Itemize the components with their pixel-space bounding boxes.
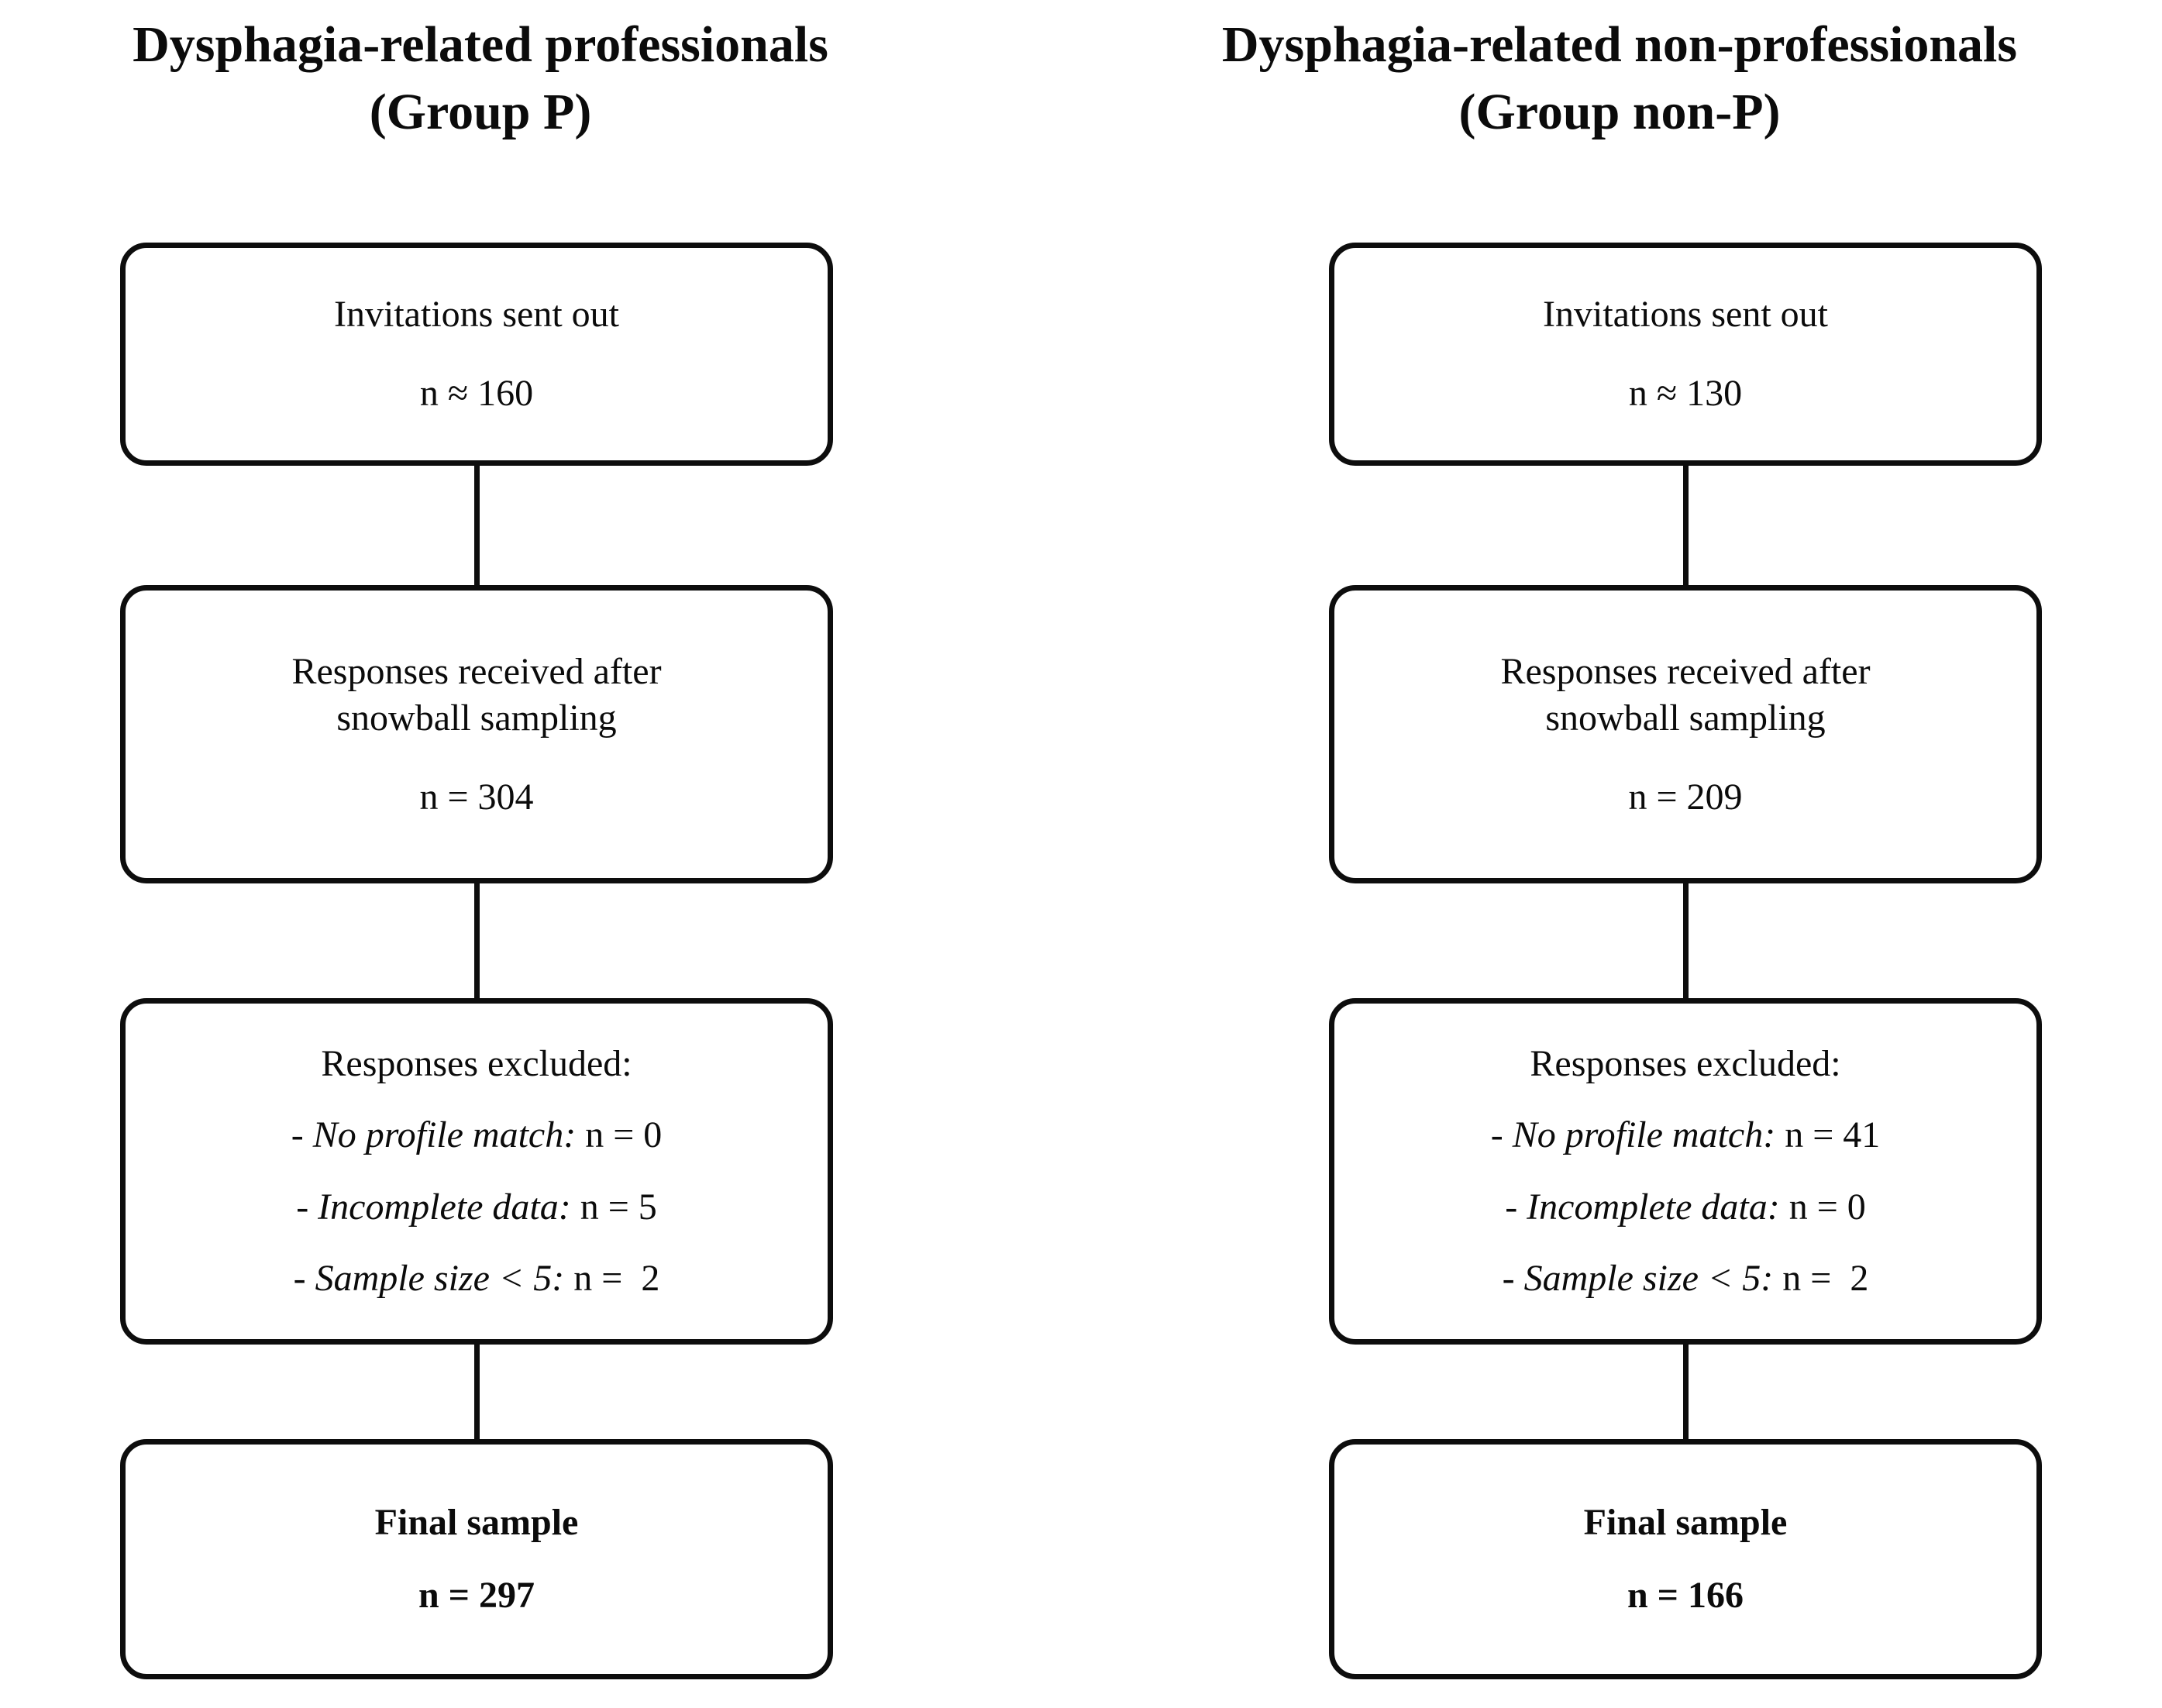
connector-line: [1683, 465, 1689, 586]
box-invitations-group-non-p: Invitations sent out n ≈ 130: [1329, 243, 2042, 466]
final-sample-count: n = 297: [418, 1575, 535, 1616]
connector-line: [1683, 883, 1689, 999]
box-excluded-group-non-p: Responses excluded: - No profile match: …: [1329, 998, 2042, 1345]
excluded-heading: Responses excluded:: [321, 1043, 632, 1085]
excluded-item-label: - Sample size < 5:: [1502, 1257, 1774, 1299]
connector-line: [474, 1344, 480, 1440]
excluded-item-value: n = 0: [1788, 1186, 1866, 1228]
excluded-item-label: - Incomplete data:: [1505, 1186, 1780, 1228]
excluded-item: - Incomplete data: n = 5: [296, 1172, 657, 1243]
column-title-group-non-p: Dysphagia-related non-professionals (Gro…: [1221, 16, 2018, 141]
box-invitations-group-p: Invitations sent out n ≈ 160: [120, 243, 833, 466]
box-invitations-label: Invitations sent out: [334, 294, 619, 335]
connector-line: [474, 465, 480, 586]
excluded-item-label: - Incomplete data:: [296, 1186, 571, 1228]
connector-line: [1683, 1344, 1689, 1440]
excluded-item-label: - No profile match:: [291, 1114, 577, 1156]
excluded-item-value: n = 5: [580, 1186, 657, 1228]
excluded-item: - No profile match: n = 41: [1491, 1100, 1881, 1171]
excluded-item-label: - No profile match:: [1490, 1114, 1776, 1156]
excluded-item-label: - Sample size < 5:: [293, 1257, 565, 1299]
final-sample-count: n = 166: [1627, 1575, 1744, 1616]
final-sample-label: Final sample: [374, 1502, 579, 1543]
box-invitations-label: Invitations sent out: [1543, 294, 1828, 335]
box-final-sample-group-non-p: Final sample n = 166: [1329, 1439, 2042, 1679]
excluded-item-value: n = 0: [585, 1114, 663, 1156]
excluded-item-value: n = 2: [573, 1257, 660, 1299]
box-excluded-group-p: Responses excluded: - No profile match: …: [120, 998, 833, 1345]
excluded-heading: Responses excluded:: [1530, 1043, 1841, 1085]
excluded-item: - Incomplete data: n = 0: [1505, 1172, 1866, 1243]
box-responses-group-non-p: Responses received after snowball sampli…: [1329, 585, 2042, 883]
box-responses-label: Responses received after snowball sampli…: [291, 650, 662, 739]
excluded-item-value: n = 2: [1782, 1257, 1869, 1299]
excluded-item: - No profile match: n = 0: [291, 1100, 663, 1171]
excluded-item: - Sample size < 5: n = 2: [294, 1243, 660, 1314]
box-responses-count: n = 209: [1628, 776, 1743, 818]
box-final-sample-group-p: Final sample n = 297: [120, 1439, 833, 1679]
excluded-item: - Sample size < 5: n = 2: [1503, 1243, 1869, 1314]
box-invitations-count: n ≈ 130: [1628, 373, 1743, 414]
connector-line: [474, 883, 480, 999]
box-responses-label: Responses received after snowball sampli…: [1500, 650, 1871, 739]
box-responses-count: n = 304: [419, 776, 534, 818]
box-responses-group-p: Responses received after snowball sampli…: [120, 585, 833, 883]
final-sample-label: Final sample: [1583, 1502, 1788, 1543]
column-title-group-p: Dysphagia-related professionals (Group P…: [133, 16, 828, 141]
box-invitations-count: n ≈ 160: [419, 373, 534, 414]
excluded-item-value: n = 41: [1785, 1114, 1881, 1156]
